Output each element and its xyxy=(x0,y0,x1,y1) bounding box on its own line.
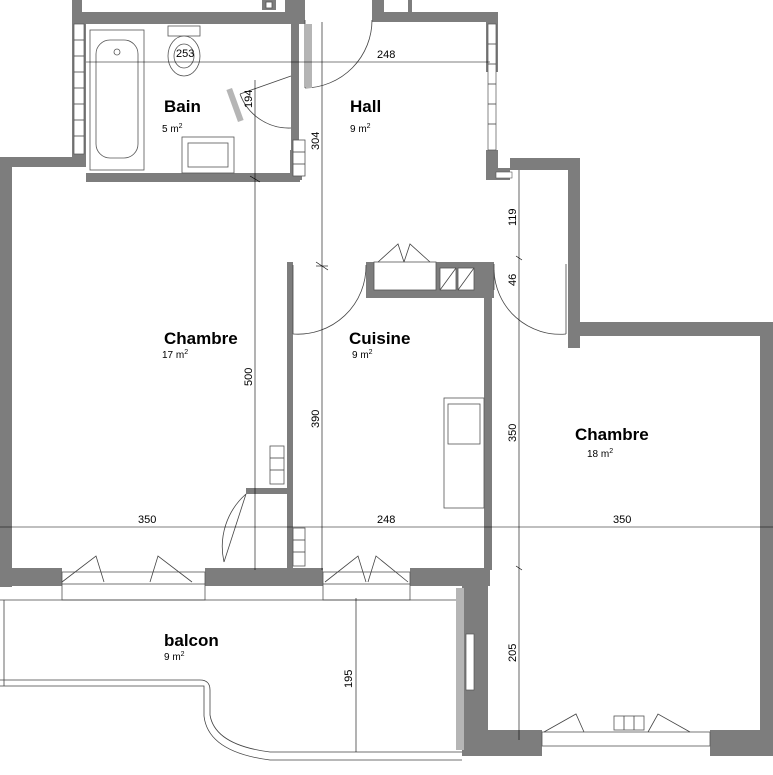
kitchen-fixtures xyxy=(373,261,485,509)
room-balcon: balcon 9 m2 xyxy=(164,631,219,663)
room-area: 9 m2 xyxy=(350,123,371,135)
dimension-label: 119 xyxy=(507,208,519,226)
dimension-labels: 253 248 194 304 119 46 500 390 350 350 2… xyxy=(138,48,631,688)
room-area: 17 m2 xyxy=(162,349,188,361)
dimension-label: 350 xyxy=(138,514,156,526)
windows xyxy=(61,14,711,747)
bathroom-fixtures xyxy=(89,25,235,174)
room-hall: Hall 9 m2 xyxy=(350,97,381,135)
room-name: Bain xyxy=(164,97,201,116)
dimension-lines xyxy=(0,22,773,752)
dimension-label: 248 xyxy=(377,49,395,61)
room-name: balcon xyxy=(164,631,219,650)
room-name: Chambre xyxy=(164,329,238,348)
room-area: 9 m2 xyxy=(352,349,373,361)
room-area: 5 m2 xyxy=(162,123,183,135)
radiators xyxy=(269,139,645,731)
dimension-label: 253 xyxy=(176,48,194,60)
dimension-label: 390 xyxy=(310,410,322,428)
room-area: 9 m2 xyxy=(164,651,185,663)
dimension-label: 350 xyxy=(507,424,519,442)
dimension-label: 304 xyxy=(310,132,322,150)
room-cuisine: Cuisine 9 m2 xyxy=(349,329,410,361)
doors xyxy=(61,19,691,733)
dimension-label: 205 xyxy=(507,644,519,662)
dimension-label: 350 xyxy=(613,514,631,526)
room-bain: Bain 5 m2 xyxy=(162,97,201,135)
room-chambre-right: Chambre 18 m2 xyxy=(575,425,649,460)
room-name: Chambre xyxy=(575,425,649,444)
room-name: Hall xyxy=(350,97,381,116)
dimension-label: 195 xyxy=(343,670,355,688)
dimension-label: 46 xyxy=(507,274,519,286)
room-area: 18 m2 xyxy=(587,448,613,460)
room-chambre-left: Chambre 17 m2 xyxy=(162,329,238,361)
balcony-outline xyxy=(0,588,464,761)
room-name: Cuisine xyxy=(349,329,410,348)
dimension-label: 248 xyxy=(377,514,395,526)
dimension-label: 194 xyxy=(243,90,255,108)
dimension-label: 500 xyxy=(243,368,255,386)
